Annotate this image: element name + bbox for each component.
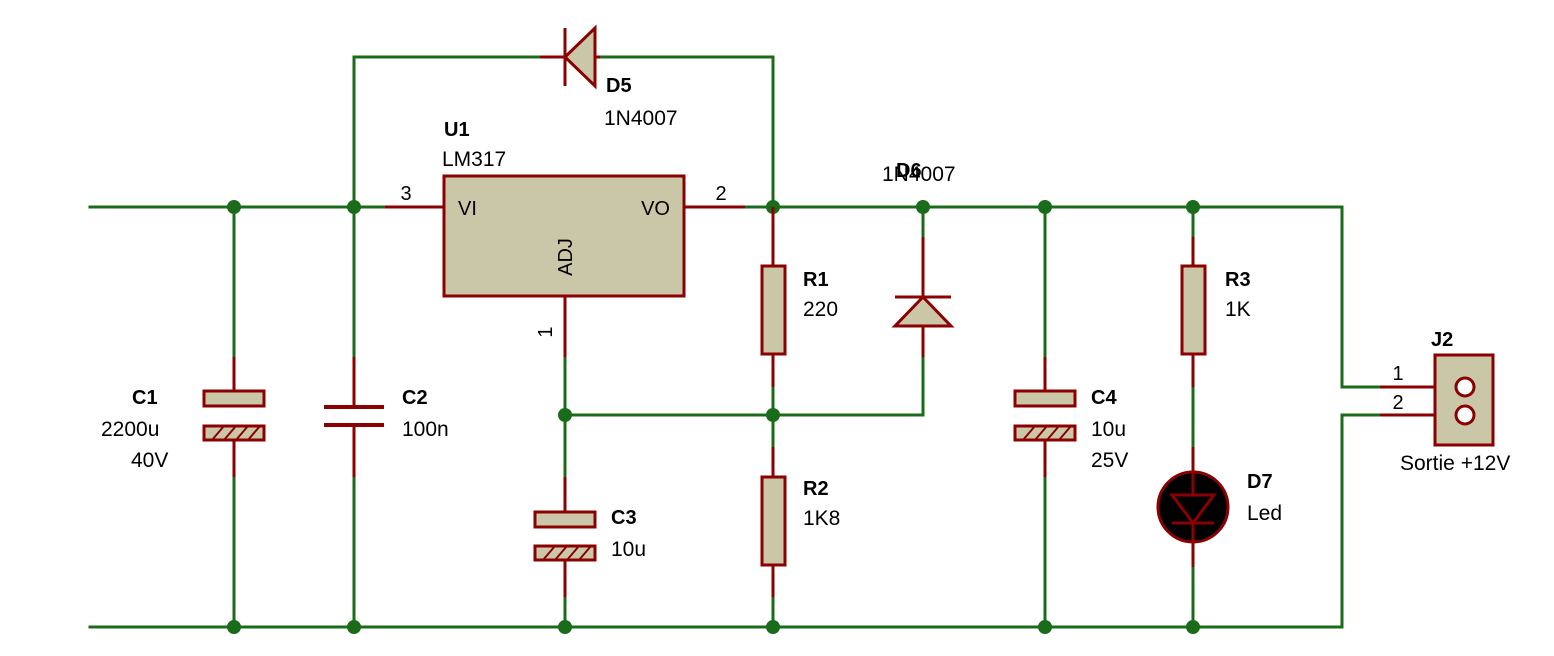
junction-dot [1186, 200, 1200, 214]
r1-body [760, 264, 787, 356]
c2-plates [324, 405, 384, 427]
capacitor-c4: C4 10u 25V [1013, 357, 1128, 477]
capacitor-c1: C1 2200u 40V [101, 357, 266, 477]
d6-triangle [891, 294, 955, 328]
c2-name: C2 [402, 387, 428, 409]
j2-value: Sortie +12V [1400, 452, 1510, 475]
r2-value: 1K8 [803, 507, 840, 530]
c3-name: C3 [611, 507, 637, 529]
d5-name: D5 [606, 75, 632, 97]
u1-pin-vi-label: VI [458, 198, 477, 220]
d7-value: Led [1247, 502, 1282, 525]
c3-plate-negative [533, 544, 597, 562]
c4-rating: 25V [1091, 449, 1128, 472]
junction-dot [558, 408, 572, 422]
connector-j2: 1 2 J2 Sortie +12V [1380, 329, 1510, 475]
junction-dot [766, 620, 780, 634]
r2-body [760, 475, 787, 567]
junction-dot [227, 200, 241, 214]
regulator-u1: VI VO ADJ 3 2 1 U1 LM317 [385, 119, 745, 357]
junction-dot [227, 620, 241, 634]
u1-pin-vo-label: VO [641, 198, 670, 220]
capacitor-c2: C2 100n [324, 357, 449, 477]
resistor-r1: R1 220 [760, 207, 838, 387]
c4-plate-positive [1013, 389, 1077, 408]
u1-value: LM317 [442, 148, 506, 171]
junction-dot [766, 408, 780, 422]
wire-ground-rail [88, 413, 1382, 629]
junction-dot [558, 620, 572, 634]
wire-output-rail [743, 205, 1382, 389]
c1-name: C1 [132, 387, 158, 409]
j2-pin1-number: 1 [1392, 363, 1403, 385]
r1-value: 220 [803, 298, 838, 321]
c3-plate-positive [533, 510, 597, 529]
r2-name: R2 [803, 478, 829, 500]
junction-dot [1038, 200, 1052, 214]
r3-name: R3 [1225, 269, 1251, 291]
wire-d5-left [352, 55, 542, 209]
wire-d5-right [598, 55, 775, 209]
junction-dot [916, 200, 930, 214]
diode-d5: D5 1N4007 [540, 24, 678, 130]
junction-dot [347, 620, 361, 634]
d7-name: D7 [1247, 471, 1273, 493]
c1-hatch [211, 425, 261, 441]
led-d7: D7 Led [1156, 447, 1282, 567]
u1-pin-adj-label: ADJ [555, 238, 577, 276]
junction-dot [347, 200, 361, 214]
d6-name: D6 [896, 160, 922, 182]
diode-d6: D6 1N4007 [891, 160, 955, 357]
d5-triangle [562, 24, 597, 90]
r3-body [1180, 264, 1207, 356]
u1-pin2-number: 2 [715, 183, 726, 205]
resistor-r3: R3 1K [1180, 237, 1251, 387]
wire-adj-node [563, 355, 925, 417]
j2-body [1433, 353, 1495, 447]
c3-value: 10u [611, 538, 646, 561]
j2-pin1-hole [1454, 376, 1476, 398]
r1-name: R1 [803, 269, 829, 291]
junction-dot [1038, 620, 1052, 634]
c4-plate-negative [1013, 424, 1077, 442]
c4-hatch [1022, 425, 1072, 441]
u1-pin3-number: 3 [400, 183, 411, 205]
j2-name: J2 [1431, 329, 1453, 351]
capacitor-c3: C3 10u [533, 477, 646, 597]
d5-value: 1N4007 [604, 107, 678, 130]
junctions [227, 200, 1200, 634]
c1-value: 2200u [101, 418, 159, 441]
u1-pin1-number: 1 [535, 326, 557, 337]
u1-body [442, 174, 686, 298]
j2-pin2-hole [1454, 404, 1476, 426]
c4-value: 10u [1091, 418, 1126, 441]
c1-rating: 40V [131, 449, 168, 472]
junction-dot [1186, 620, 1200, 634]
c2-value: 100n [402, 418, 449, 441]
c1-plate-positive [202, 389, 266, 408]
r3-value: 1K [1225, 298, 1251, 321]
d6-value-label: 1N4007 [882, 163, 956, 186]
j2-pin2-number: 2 [1392, 392, 1403, 414]
c3-hatch [542, 545, 592, 561]
u1-name: U1 [444, 119, 470, 141]
c1-plate-negative [202, 424, 266, 442]
c4-name: C4 [1091, 387, 1117, 409]
resistor-r2: R2 1K8 [760, 447, 840, 597]
d7-triangle [1169, 493, 1217, 526]
